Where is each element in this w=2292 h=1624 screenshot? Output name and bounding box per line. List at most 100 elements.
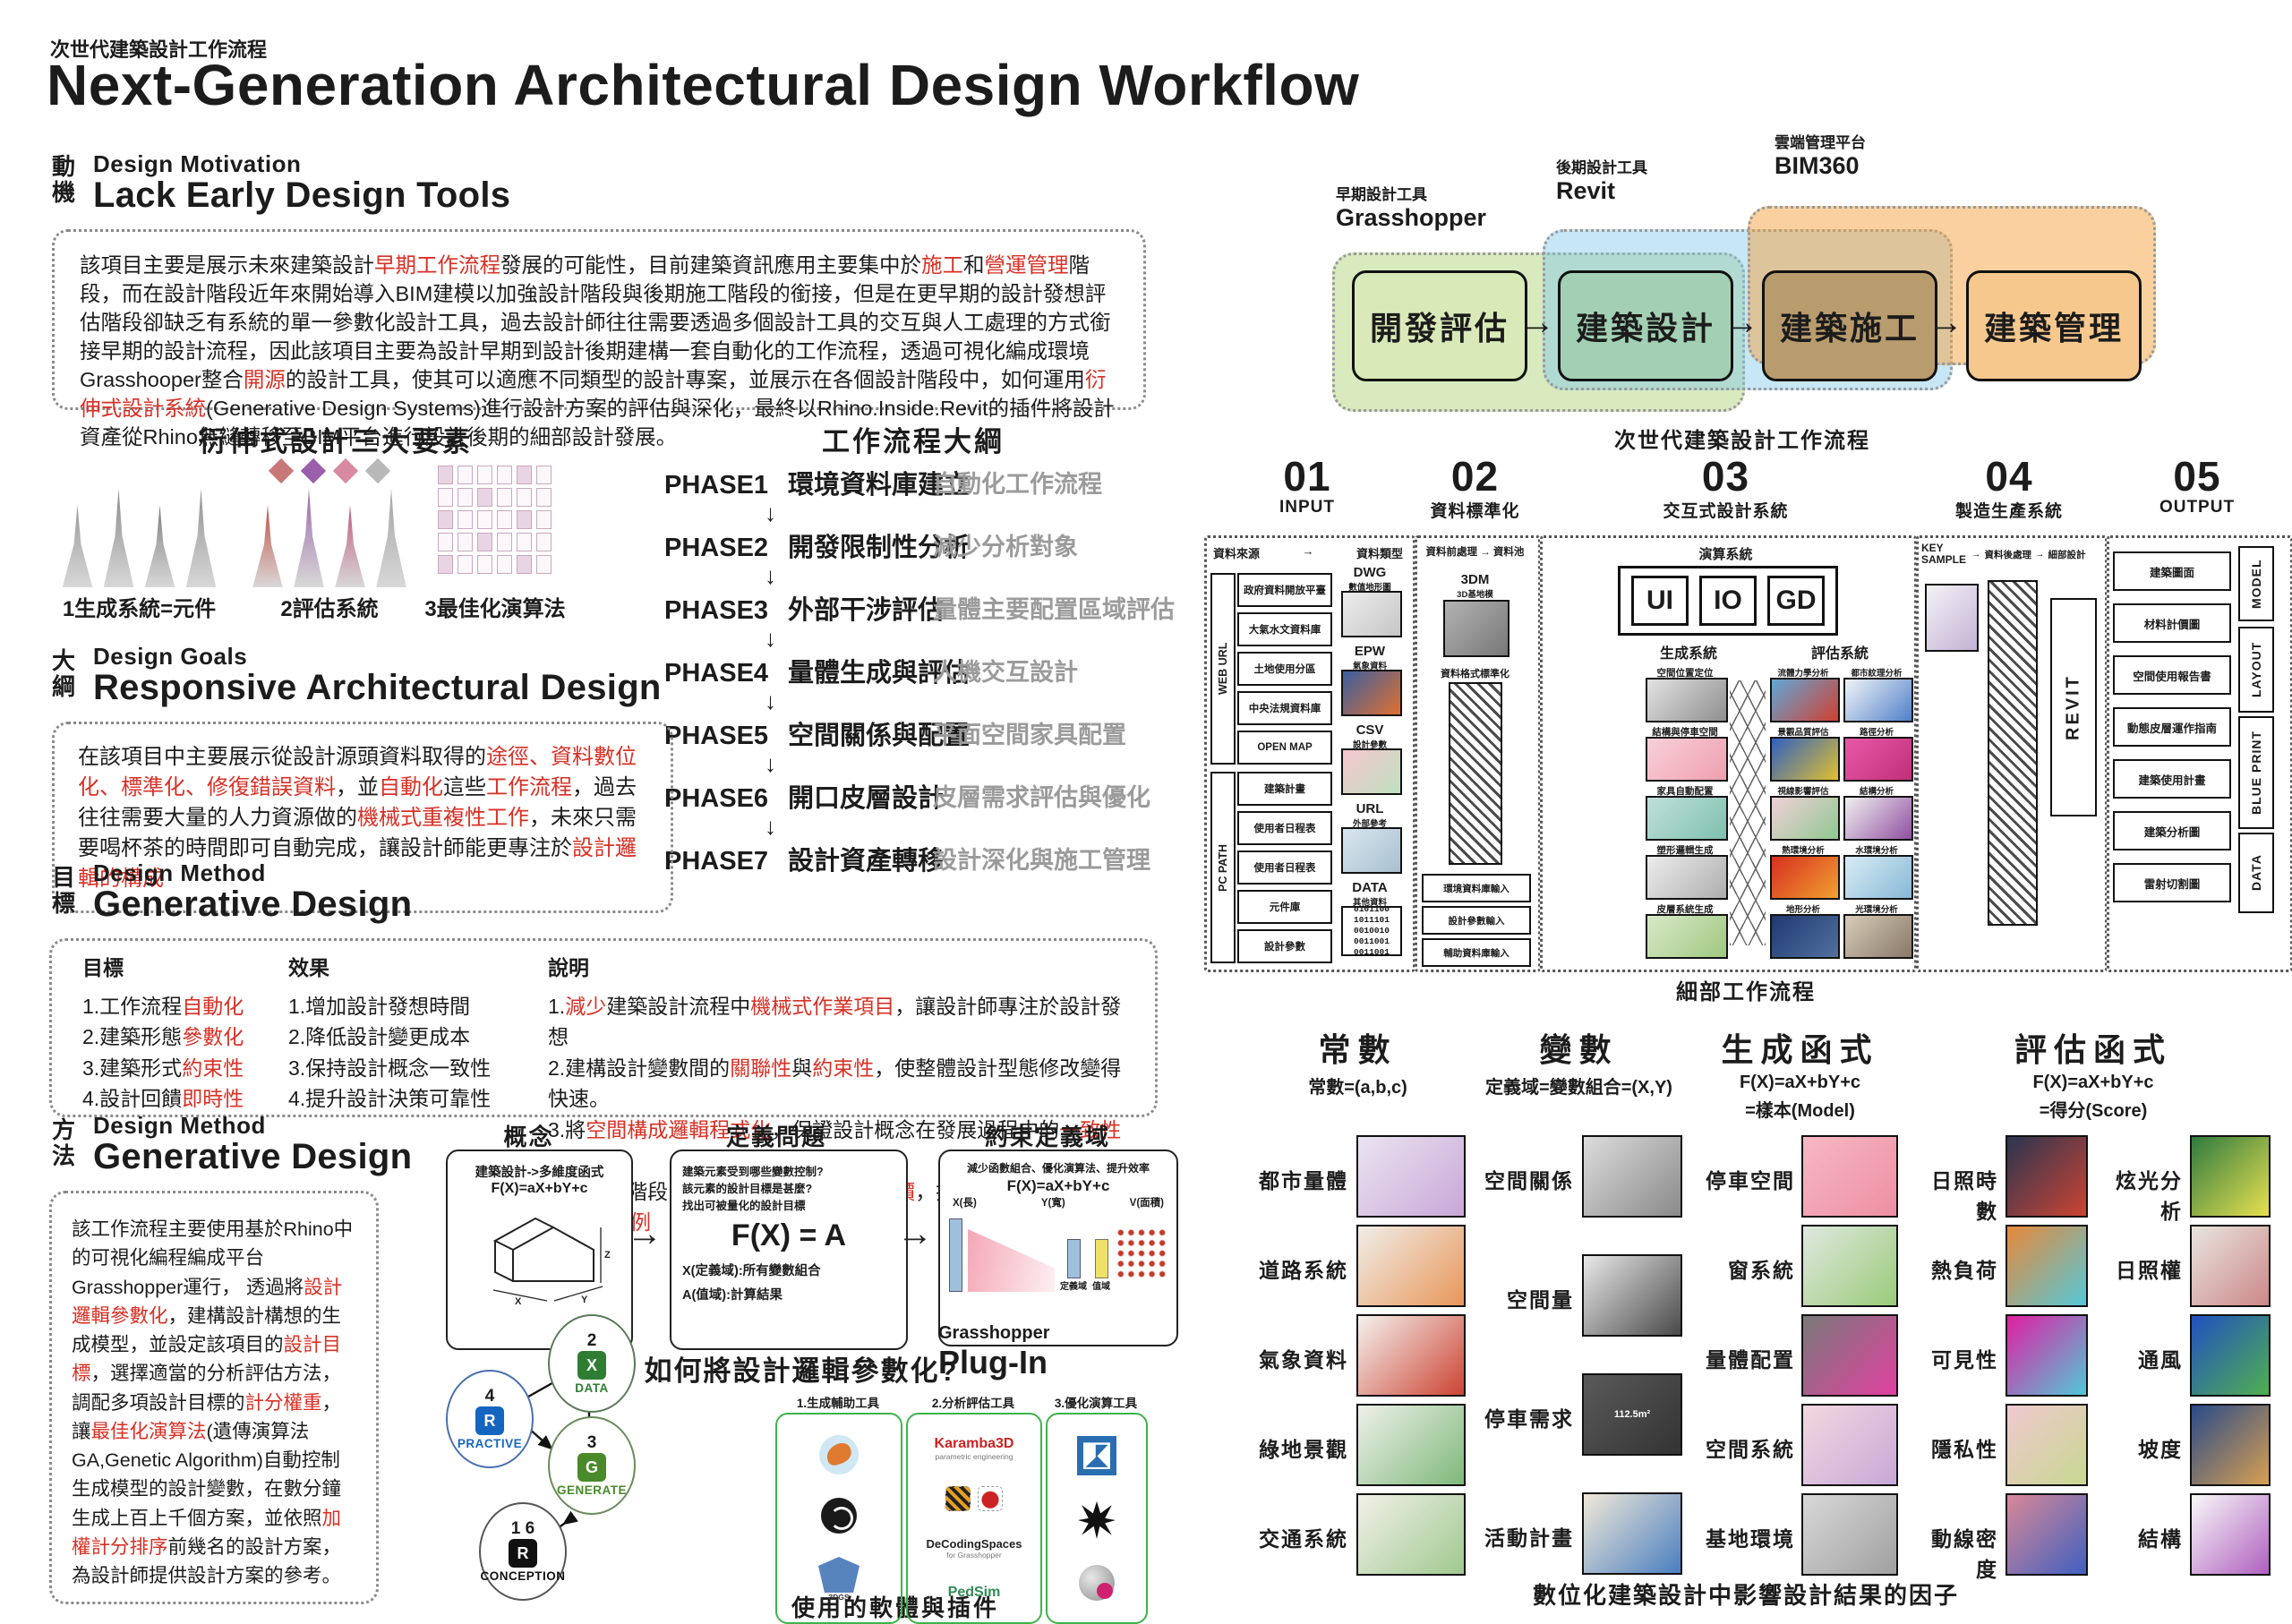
factor-thumb	[2190, 1225, 2271, 1307]
text-segment: (遺傳演算法GA,Genetic Algorithm)自動控制生成模型的設計變數…	[72, 1420, 342, 1529]
method-way-tag: 方法	[52, 1116, 76, 1170]
method-goal-box	[49, 938, 1158, 1117]
option-card	[536, 488, 552, 507]
node-label: PRACTIVE	[457, 1437, 523, 1450]
spiky-icon	[1078, 1500, 1116, 1539]
factor-thumb	[1356, 1135, 1466, 1218]
gen-title: 生成系統	[1659, 646, 1717, 662]
ladybug-icon	[978, 1486, 1003, 1512]
output-box: 建築圖面	[2113, 551, 2231, 591]
goals-heading: Responsive Architectural Design	[93, 668, 662, 707]
flow-step-title: INPUT	[1279, 498, 1335, 517]
factor-thumb-text: 112.5m²	[1613, 1409, 1651, 1420]
text-segment: 該項目主要是展示未來建築設計	[80, 253, 374, 277]
plugin-wordmark: Karamba3D	[934, 1436, 1014, 1452]
binary-data-thumb: 0101100 1011101 0010010 0011001 0011001	[1341, 904, 1402, 957]
source-group-label: PC PATH	[1210, 772, 1236, 963]
motivation-tag: 動機	[52, 153, 76, 207]
phase-id: PHASE1	[664, 471, 769, 500]
tower-thumb	[252, 505, 283, 587]
eval-title: 評估系統	[1810, 646, 1869, 662]
gen-item-thumb	[1646, 914, 1728, 959]
factor-label: 可見性	[1931, 1348, 1998, 1372]
source-box: 大氣水文資料庫	[1237, 612, 1332, 646]
text-segment: 1.	[548, 994, 566, 1018]
stage-box: 建築管理	[1966, 270, 2142, 381]
text-segment: ，過去往往需要大量的人力資源做的	[78, 775, 637, 831]
text-segment: 約束性	[182, 1056, 244, 1080]
tower-thumb	[62, 505, 93, 587]
node-number: 4	[484, 1387, 495, 1406]
factor-group-formula: F(X)=aX+bY+c	[1739, 1073, 1861, 1092]
element-group-label: 1生成系統=元件	[62, 597, 217, 621]
tool-name: Revit	[1556, 176, 1616, 204]
factor-thumb	[1801, 1135, 1898, 1218]
option-card	[477, 466, 492, 484]
gen-item-thumb	[1646, 855, 1728, 900]
truss-label: 3DGS	[828, 1593, 850, 1602]
phase-name: 開發限制性分析	[788, 534, 971, 562]
option-card	[458, 510, 473, 529]
domain-label: 定義域	[1060, 1282, 1087, 1292]
option-card	[497, 533, 512, 551]
flow-step-number: 05	[2173, 453, 2221, 500]
polyline	[493, 1241, 513, 1282]
tool-name: Grasshopper	[1336, 203, 1487, 231]
text-segment: 設計邏輯參數化	[72, 1276, 343, 1327]
gen-item-thumb	[1646, 678, 1728, 722]
data-type-thumb	[1341, 670, 1402, 716]
text-segment: 一致性	[1059, 1117, 1122, 1141]
text-segment: 與	[791, 1056, 813, 1080]
param-arrow-1: →	[627, 1214, 663, 1253]
pedsim-logo: PedSim	[948, 1585, 1001, 1601]
header-types: 資料類型	[1356, 547, 1403, 560]
spiky-icon	[1078, 1500, 1116, 1539]
factor-label: 都市量體	[1259, 1169, 1348, 1192]
bee-ladybug-icons	[945, 1486, 1003, 1512]
eval-item-thumb	[1843, 678, 1913, 722]
column-header: 目標	[82, 956, 124, 979]
factor-label: 動線密度	[1931, 1527, 1998, 1581]
text-segment: (Generative Design Systems)進行設計方案的評估與深化，…	[80, 396, 1115, 449]
option-card	[517, 488, 532, 507]
diamond-thumb	[364, 457, 391, 484]
text-segment: 自動化	[182, 994, 244, 1018]
line	[553, 1286, 603, 1302]
option-card	[497, 510, 512, 529]
phase-down-arrow: ↓	[765, 562, 776, 589]
eval-item-label: 結構分析	[1859, 787, 1894, 797]
text-segment: 前幾名的設計方案，為設計師提供設計方案的參考。	[72, 1535, 342, 1586]
define-title: 定義問題	[725, 1124, 826, 1150]
stage-box: 建築設計	[1558, 270, 1733, 381]
option-grid	[438, 466, 552, 574]
option-card	[458, 466, 473, 484]
octopus-icon	[1079, 1564, 1115, 1601]
factor-label: 交通系統	[1259, 1527, 1348, 1551]
eval-item-thumb	[1770, 914, 1840, 959]
text-segment: 加權計分排序	[72, 1507, 342, 1558]
concept-line2: F(X)=aX+bY+c	[491, 1181, 588, 1196]
define-q1: 建築元素受到哪些變數控制?	[682, 1166, 824, 1178]
source-box: 使用者日程表	[1237, 811, 1332, 845]
text-segment: 即時性	[182, 1087, 244, 1110]
constraint-line1: 減少函數組合、優化演算法、提升效率	[966, 1162, 1150, 1175]
conception-icon: R	[509, 1539, 537, 1568]
define-box: 建築元素受到哪些變數控制? 該元素的設計目標是甚麼? 找出可被量化的設計目標 F…	[670, 1150, 908, 1350]
eval-item-thumb	[1843, 737, 1913, 782]
var-x: X(長)	[953, 1198, 977, 1209]
goal-item: 1.工作流程自動化	[82, 991, 272, 1022]
eval-item-thumb	[1770, 855, 1840, 900]
param-flow-caption: 如何將設計邏輯參數化?	[644, 1355, 959, 1387]
effect-item: 3.保持設計概念一致性	[288, 1056, 492, 1080]
factor-label: 坡度	[2138, 1438, 2183, 1461]
text-segment: ，使整體設計型態修改變得快速。	[548, 1056, 1122, 1111]
detail-design-label: 細部設計	[2048, 549, 2086, 560]
goals-tag: 大綱	[52, 647, 76, 701]
factor-label: 結構	[2138, 1527, 2183, 1551]
